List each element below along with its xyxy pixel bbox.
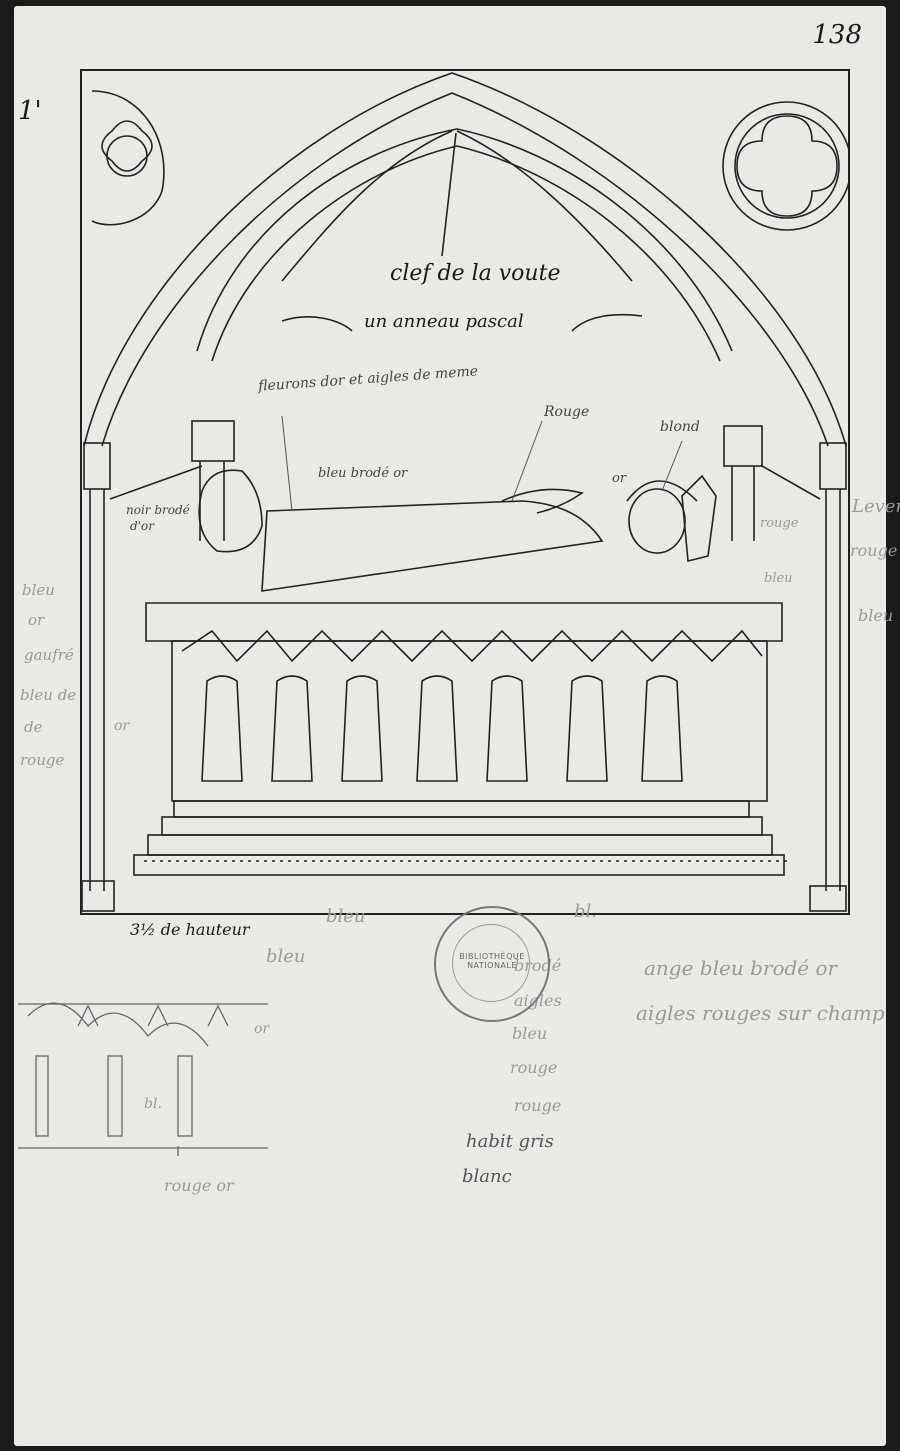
note-ange: ange bleu brodé or: [644, 956, 838, 980]
label-height: 3½ de hauteur: [130, 920, 250, 939]
label-or: or: [612, 471, 627, 486]
label-rouge: Rouge: [544, 404, 590, 420]
label-bleu-brode: bleu brodé or: [318, 466, 408, 481]
quatrefoil-right: [722, 101, 848, 231]
niche-figures: [201, 675, 683, 782]
note-right-1: Lever: [852, 496, 900, 517]
outer-arch: [83, 72, 847, 447]
note-right-4: rouge: [760, 516, 799, 531]
note-bottom-1: bleu: [326, 906, 366, 927]
effigy-head: [628, 488, 686, 554]
stamp-text: BIBLIOTHÈQUE NATIONALE: [459, 952, 525, 970]
note-bottom-3: bleu: [266, 946, 306, 967]
note-left-6: rouge: [20, 751, 65, 769]
label-blond: blond: [660, 419, 700, 435]
trefoil-left: [91, 90, 165, 226]
note-habit-2: blanc: [462, 1166, 512, 1187]
keystone-leader: [441, 132, 457, 257]
label-dor: d'or: [130, 519, 154, 533]
note-right-5: bleu: [764, 571, 793, 586]
note-left-2: or: [28, 611, 45, 629]
effigy-robe: [261, 500, 604, 592]
tomb-slab: [145, 602, 783, 642]
label-noir-brode: noir brodé: [126, 503, 190, 517]
note-right-2: rouge: [850, 541, 898, 560]
note-right-3: bleu: [858, 606, 894, 625]
sketch-note-3: rouge or: [164, 1176, 234, 1195]
note-col-3: bleu: [512, 1024, 548, 1043]
label-ring: un anneau pascal: [364, 311, 524, 332]
arcade-sketch: [18, 1002, 268, 1156]
note-aigles: aigles rouges sur champ: [636, 1001, 885, 1025]
page-number: 138: [812, 20, 862, 50]
label-keystone: clef de la voute: [390, 261, 561, 286]
sketch-note-1: or: [254, 1021, 270, 1037]
note-left-5: de: [24, 718, 43, 736]
effigy-feet: [198, 469, 263, 553]
tomb-chest: [171, 640, 768, 802]
margin-mark: 1': [18, 96, 42, 126]
note-left-1: bleu: [22, 581, 55, 599]
note-left-4: bleu de: [20, 686, 77, 704]
note-left-7: or: [114, 718, 130, 734]
angel-figure: [681, 474, 717, 563]
manuscript-page: 138 1': [14, 6, 900, 1446]
library-stamp: BIBLIOTHÈQUE NATIONALE: [434, 906, 550, 1022]
note-habit: habit gris: [466, 1131, 554, 1152]
note-left-3: gaufré: [24, 646, 74, 664]
sketch-note-2: bl.: [144, 1096, 162, 1112]
note-bottom-2: bl.: [574, 901, 598, 922]
note-col-5: rouge: [514, 1096, 562, 1115]
tomb-drawing: [82, 72, 848, 912]
note-col-4: rouge: [510, 1058, 558, 1077]
inner-arch: [196, 128, 733, 352]
drawing-frame: clef de la voute un anneau pascal fleuro…: [80, 69, 850, 915]
